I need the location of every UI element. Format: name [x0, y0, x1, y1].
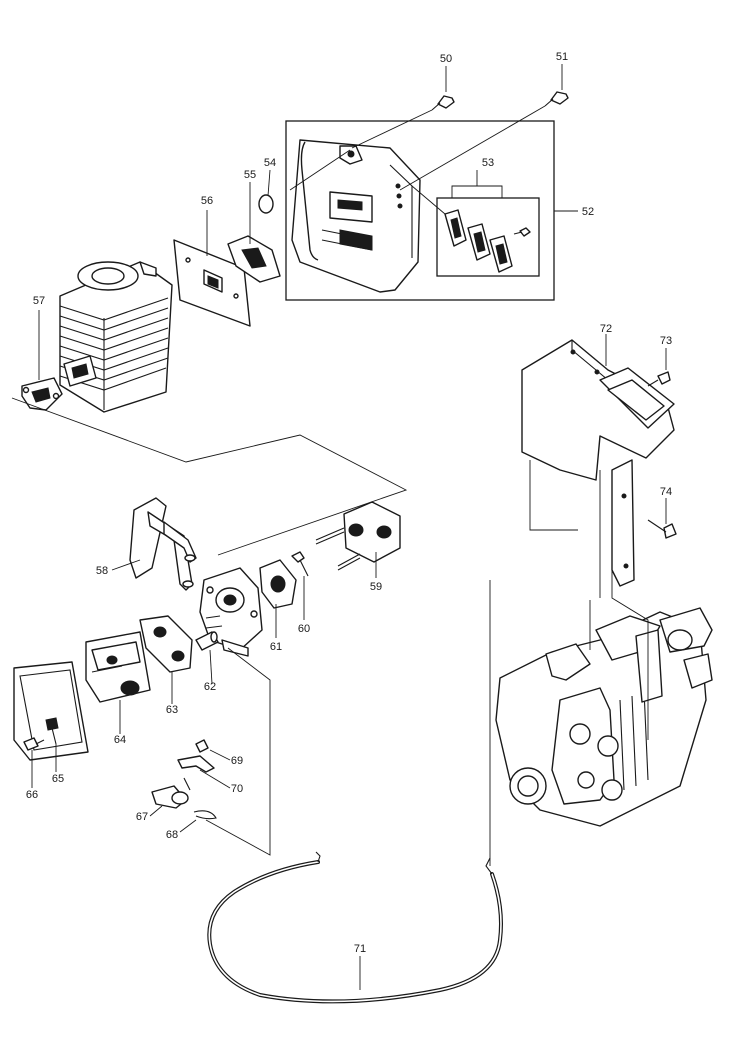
callout-65: 65 [52, 773, 64, 785]
callout-59: 59 [370, 581, 382, 593]
filter-cover-65-icon [13, 661, 89, 761]
callout-71: 71 [354, 943, 366, 955]
callout-53: 53 [482, 157, 494, 169]
insulator-59-icon [315, 501, 401, 571]
callout-69: 69 [231, 755, 243, 767]
callout-68: 68 [166, 829, 178, 841]
gasket-63-icon [139, 615, 193, 673]
callout-74: 74 [660, 486, 672, 498]
callout-66: 66 [26, 789, 38, 801]
screw-51-icon [544, 91, 569, 107]
muffler-kit-frame [285, 120, 555, 301]
cover-72-icon [521, 339, 675, 587]
gasket-55-icon [227, 235, 281, 283]
screw-74-icon [647, 519, 677, 539]
heat-shield-56-icon [173, 239, 251, 327]
air-filter-64-icon [85, 631, 151, 703]
callout-63: 63 [166, 704, 178, 716]
sleeve-62-icon [195, 631, 219, 651]
callout-52: 52 [582, 206, 594, 218]
screw-66-icon [23, 737, 45, 751]
callout-labels: 50 51 52 53 54 55 56 57 58 59 60 61 62 6… [26, 51, 672, 955]
gasket-61-icon [259, 559, 297, 609]
muffler-icon [291, 139, 421, 293]
callout-62: 62 [204, 681, 216, 693]
screw-73-icon [647, 371, 671, 387]
screw-50-icon [431, 95, 455, 111]
callout-60: 60 [298, 623, 310, 635]
o-ring-54-icon [258, 194, 274, 214]
callout-56: 56 [201, 195, 213, 207]
callout-67: 67 [136, 811, 148, 823]
callout-57: 57 [33, 295, 45, 307]
callout-64: 64 [114, 734, 126, 746]
cable-71-icon [207, 580, 503, 1004]
cylinder-group [11, 194, 408, 556]
callout-58: 58 [96, 565, 108, 577]
callout-55: 55 [244, 169, 256, 181]
callout-54: 54 [264, 157, 276, 169]
callout-70: 70 [231, 783, 243, 795]
callout-61: 61 [270, 641, 282, 653]
callout-72: 72 [600, 323, 612, 335]
carburetor-group [13, 497, 401, 856]
callout-50: 50 [440, 53, 452, 65]
callout-73: 73 [660, 335, 672, 347]
gasket-kit-frame [436, 197, 540, 277]
muffler-assembly [285, 91, 569, 301]
gasket-57-icon [21, 377, 63, 411]
gasket-set-53-icon [444, 209, 531, 273]
callout-51: 51 [556, 51, 568, 63]
screw-60-icon [291, 551, 309, 577]
throttle-parts-icon [151, 739, 217, 820]
pump-housing-icon [495, 607, 713, 827]
bracket-58-icon [129, 497, 197, 591]
engine-group [495, 339, 713, 827]
carburetor-icon [199, 567, 263, 657]
cylinder-icon [59, 261, 173, 413]
callout-leaders [31, 64, 667, 990]
